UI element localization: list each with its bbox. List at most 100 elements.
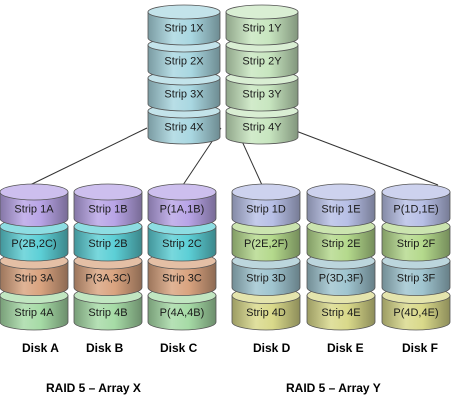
disk-a-segment-1: Strip 1A <box>0 183 69 227</box>
disk-c-segment-1-label: P(1A,1B) <box>160 203 205 215</box>
disk-d-segment-1-label: Strip 1D <box>246 203 286 215</box>
disk-b-segment-2-label: Strip 2B <box>88 238 127 250</box>
disk-e-segment-1-top <box>306 183 376 201</box>
array-x-segment-1: Strip 1X <box>147 4 221 46</box>
disk-e-segment-1-label: Strip 1E <box>321 203 360 215</box>
disk-a-segment-3-body <box>0 260 69 296</box>
disk-e-stack: Strip 4E P(3D,3F) Strip 2E Strip 1E <box>306 183 376 331</box>
disk-f-segment-1-label: P(1D,1E) <box>393 203 438 215</box>
disk-a-label: Disk A <box>22 341 59 355</box>
disk-e-segment-2-body <box>306 226 376 262</box>
array-y-segment-1-body <box>225 11 299 46</box>
array-y-segment-1-top <box>225 4 299 20</box>
disk-f-segment-2-body <box>381 226 451 262</box>
disk-b-label: Disk B <box>86 341 124 355</box>
array-x-segment-3-label: Strip 3X <box>164 89 204 101</box>
disk-a-segment-3-label: Strip 3A <box>14 272 54 284</box>
disk-c-segment-2-body <box>147 226 217 262</box>
disk-d-segment-1: Strip 1D <box>231 183 301 227</box>
array-y-label: RAID 5 – Array Y <box>286 381 381 395</box>
array-x-segment-1-top <box>147 4 221 20</box>
disk-f-segment-3-label: Strip 3F <box>397 272 436 284</box>
disk-f-segment-4-body <box>381 295 451 331</box>
disk-b-segment-4: Strip 4B <box>73 287 143 331</box>
disk-d-segment-2-label: P(2E,2F) <box>244 238 288 250</box>
disk-d-segment-1-top <box>231 183 301 201</box>
disk-f-label: Disk F <box>402 341 438 355</box>
disk-f-segment-2-label: Strip 2F <box>397 238 436 250</box>
disk-f-stack: P(4D,4E) Strip 3F Strip 2F P(1D,1E) <box>381 183 451 331</box>
disk-c-segment-3-label: Strip 3C <box>162 272 202 284</box>
array-y-segment-2-label: Strip 2Y <box>242 56 282 68</box>
disk-f-segment-1: P(1D,1E) <box>381 183 451 227</box>
disk-e-segment-4-body <box>306 295 376 331</box>
array-x-segment-4-label: Strip 4X <box>164 122 204 134</box>
disk-a-stack: Strip 4A Strip 3A P(2B,2C) Strip 1A <box>0 183 69 331</box>
disk-b-segment-1: Strip 1B <box>73 183 143 227</box>
disk-a-segment-1-body <box>0 191 69 227</box>
disk-d-segment-4-body <box>231 295 301 331</box>
disk-b-segment-3-body <box>73 260 143 296</box>
disk-e-segment-4-label: Strip 4E <box>321 307 360 319</box>
disk-d-segment-1-body <box>231 191 301 227</box>
array-x-stack: Strip 4X Strip 3X Strip 2X Strip 1X <box>147 4 221 145</box>
disk-f-segment-1-top <box>381 183 451 201</box>
labels: Disk A Disk B Disk C Disk D Disk E Disk … <box>22 341 438 395</box>
array-x-label: RAID 5 – Array X <box>46 381 141 395</box>
disk-c-segment-4-body <box>147 295 217 331</box>
array-y-segment-2-body <box>225 44 299 79</box>
disk-e-label: Disk E <box>327 341 364 355</box>
disk-f-segment-1-body <box>381 191 451 227</box>
array-y-segment-3-body <box>225 77 299 112</box>
array-y-segment-4-label: Strip 4Y <box>242 122 282 134</box>
disk-e-segment-3-label: P(3D,3F) <box>319 272 364 284</box>
array-x-segment-4: Strip 4X <box>147 103 221 145</box>
disk-f-segment-4-label: P(4D,4E) <box>393 307 438 319</box>
connector-line <box>287 127 439 186</box>
disk-d-segment-3-body <box>231 260 301 296</box>
disk-e-segment-1-body <box>306 191 376 227</box>
disk-b-segment-1-top <box>73 183 143 201</box>
disk-a-segment-4-body <box>0 295 69 331</box>
disk-d-segment-2-body <box>231 226 301 262</box>
disk-b-segment-4-label: Strip 4B <box>88 307 127 319</box>
array-y-segment-1: Strip 1Y <box>225 4 299 46</box>
array-y-segment-1-label: Strip 1Y <box>242 23 282 35</box>
disk-b-segment-2-body <box>73 226 143 262</box>
disk-b-stack: Strip 4B P(3A,3C) Strip 2B Strip 1B <box>73 183 143 331</box>
disk-a-segment-1-top <box>0 183 69 201</box>
disk-a-segment-2-body <box>0 226 69 262</box>
disk-e-segment-2-label: Strip 2E <box>321 238 360 250</box>
array-x-segment-3-body <box>147 77 221 112</box>
disk-e-segment-3-body <box>306 260 376 296</box>
disk-c-segment-1-body <box>147 191 217 227</box>
array-x-segment-1-label: Strip 1X <box>164 23 204 35</box>
disk-c-segment-1-top <box>147 183 217 201</box>
array-y-segment-3-label: Strip 3Y <box>242 89 282 101</box>
array-y-stack: Strip 4Y Strip 3Y Strip 2Y Strip 1Y <box>225 4 299 145</box>
disk-a-segment-4-label: Strip 4A <box>14 307 54 319</box>
array-x-segment-4-body <box>147 110 221 145</box>
array-x-segment-2-label: Strip 2X <box>164 56 204 68</box>
disk-c-segment-3-body <box>147 260 217 296</box>
disk-b-segment-4-body <box>73 295 143 331</box>
disk-a-segment-1-label: Strip 1A <box>14 203 54 215</box>
disk-b-segment-1-label: Strip 1B <box>88 203 127 215</box>
disk-d-label: Disk D <box>253 341 291 355</box>
connector-line <box>29 127 148 186</box>
disk-b-segment-1-body <box>73 191 143 227</box>
array-x-segment-2-body <box>147 44 221 79</box>
disk-c-segment-1: P(1A,1B) <box>147 183 217 227</box>
disk-a-segment-2-label: P(2B,2C) <box>11 238 56 250</box>
array-x-segment-1-body <box>147 11 221 46</box>
disk-c-segment-4-label: P(4A,4B) <box>160 307 205 319</box>
disk-d-segment-4-label: Strip 4D <box>246 307 286 319</box>
disk-b-segment-3-label: P(3A,3C) <box>85 272 130 284</box>
disk-c-label: Disk C <box>160 341 198 355</box>
disk-f-segment-3-body <box>381 260 451 296</box>
disk-e-segment-1: Strip 1E <box>306 183 376 227</box>
disk-f-segment-2: Strip 2F <box>381 218 451 262</box>
cylinder-stacks: Strip 4X Strip 3X Strip 2X Strip 1X Strip 4Y… <box>0 4 451 331</box>
